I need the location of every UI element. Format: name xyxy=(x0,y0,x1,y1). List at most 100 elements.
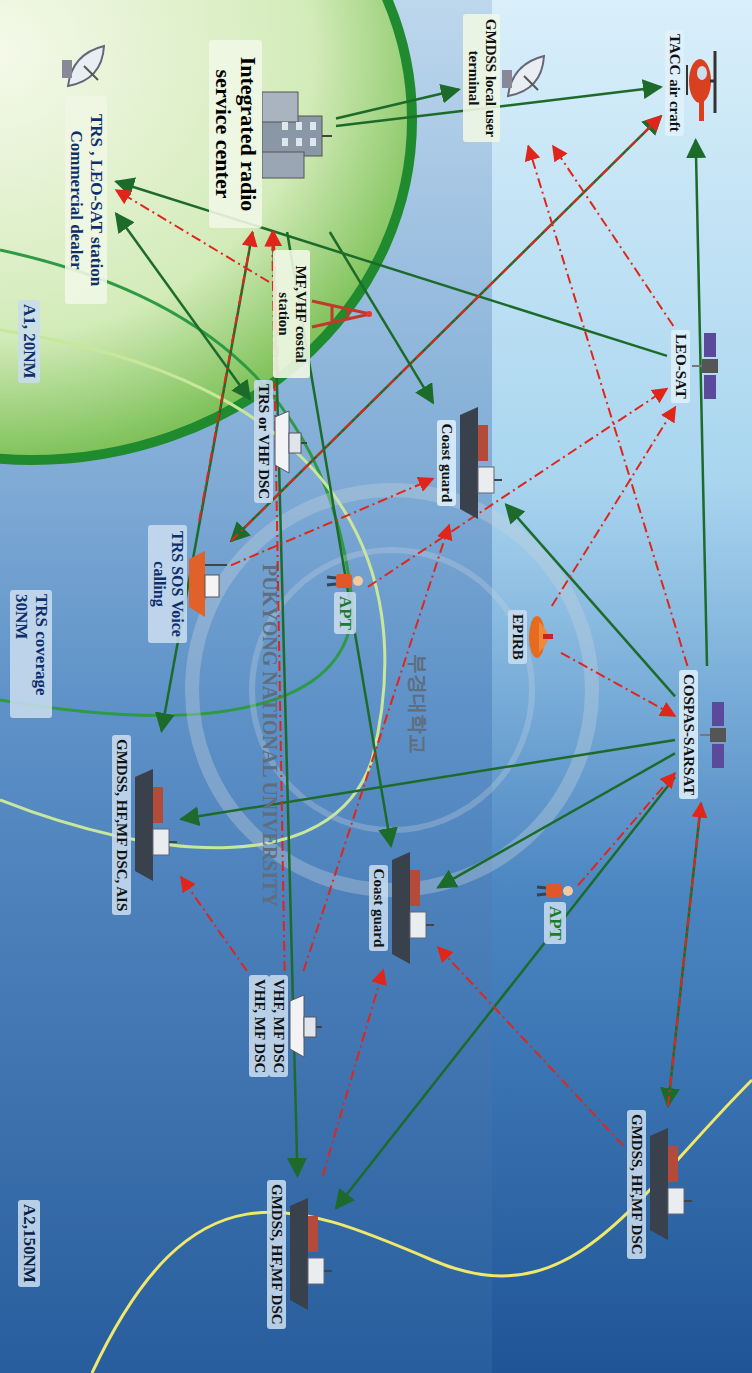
boat-icon xyxy=(273,409,307,475)
text-group: GMDSS, HF,MF DSC xyxy=(267,1180,286,1329)
node-label: GMDSS, HF,MF DSC, AIS xyxy=(112,735,131,915)
tower-icon xyxy=(310,297,372,331)
station-node: VHF, MF DSCVHF, MF DSC xyxy=(250,975,323,1077)
service-link xyxy=(162,232,253,731)
text-group: TRS or VHF DSC xyxy=(254,380,273,503)
heli-icon xyxy=(684,43,724,123)
node-label: Integrated radio service center xyxy=(209,40,262,228)
distress-alert-link xyxy=(231,116,661,541)
service-link xyxy=(231,116,661,541)
distress-alert-link xyxy=(552,407,676,606)
station-node: TACC air craft xyxy=(665,30,724,136)
text-group: Integrated radio service center xyxy=(209,40,262,228)
node-label: GMDSS, HF,MF DSC xyxy=(627,1110,646,1259)
node-label: APT xyxy=(544,902,566,944)
station-node: GMDSS, HF,MF DSC xyxy=(267,1180,332,1329)
text-group: TRS , LEO-SAT station Commercial dealer xyxy=(65,96,106,304)
text-group: Coast guard xyxy=(369,865,388,952)
node-label: TACC air craft xyxy=(665,30,684,136)
text-group: MF,VHF costal station xyxy=(274,250,311,378)
raft-icon xyxy=(527,614,557,660)
ship-icon xyxy=(646,1126,692,1242)
station-node: APT xyxy=(326,570,364,634)
text-group: GMDSS local user terminal xyxy=(464,14,501,142)
text-group: APT xyxy=(544,902,566,944)
node-label: TRS or VHF DSC xyxy=(254,380,273,503)
node-label: TRS , LEO-SAT station Commercial dealer xyxy=(65,96,106,304)
node-label: TRS SOS Voice calling xyxy=(148,525,187,643)
distress-alert-link xyxy=(368,389,667,587)
fish-icon xyxy=(187,549,227,619)
node-label: GMDSS local user terminal xyxy=(464,14,501,142)
coverage-label: TRS coverage 30NM xyxy=(10,590,52,718)
station-node: EPIRB xyxy=(508,610,557,664)
node-label: Coast guard xyxy=(369,865,388,952)
sat-icon xyxy=(698,700,738,770)
sat-icon xyxy=(690,331,730,401)
dish-icon xyxy=(500,50,552,106)
station-node: APT xyxy=(536,880,574,944)
text-group: TRS SOS Voice calling xyxy=(148,525,187,643)
service-link xyxy=(336,777,675,1208)
text-group: COSPAS-SARSAT xyxy=(679,670,698,799)
building-icon xyxy=(262,86,332,182)
station-node: Coast guard xyxy=(369,850,434,966)
distress-alert-link xyxy=(553,146,673,326)
station-node: GMDSS local user terminal xyxy=(464,14,553,142)
node-label: COSPAS-SARSAT xyxy=(679,670,698,799)
text-group: Coast guard xyxy=(437,420,456,507)
station-node: TRS or VHF DSC xyxy=(254,380,307,503)
distress-alert-link xyxy=(438,947,623,1145)
station-node: TRS , LEO-SAT station Commercial dealer xyxy=(60,40,112,304)
text-group: EPIRB xyxy=(508,610,527,664)
ship-icon xyxy=(131,767,177,883)
ship-icon xyxy=(456,405,502,521)
text-group: GMDSS, HF,MF DSC xyxy=(627,1110,646,1259)
service-link xyxy=(116,214,250,400)
distress-alert-link xyxy=(578,773,675,885)
text-group: VHF, MF DSCVHF, MF DSC xyxy=(250,975,289,1077)
text-group: GMDSS, HF,MF DSC, AIS xyxy=(112,735,131,915)
node-label: GMDSS, HF,MF DSC xyxy=(267,1180,286,1329)
node-label: LEO-SAT xyxy=(671,330,690,403)
boat-icon xyxy=(288,993,322,1059)
node-label: Coast guard xyxy=(437,420,456,507)
watermark-text: 부경대학교 xyxy=(403,650,432,758)
station-node: GMDSS, HF,MF DSC xyxy=(627,1110,692,1259)
watermark-text: PUKYONG NATIONAL UNIVERSITY xyxy=(257,560,282,911)
node-label: VHF, MF DSC xyxy=(269,975,288,1077)
distress-alert-link xyxy=(181,877,247,971)
ship-icon xyxy=(286,1196,332,1312)
node-label: MF,VHF costal station xyxy=(274,250,311,378)
service-link xyxy=(438,753,675,887)
ship-icon xyxy=(388,850,434,966)
service-link xyxy=(506,505,675,697)
person-icon xyxy=(536,880,574,902)
text-group: APT xyxy=(334,592,356,634)
station-node: MF,VHF costal station xyxy=(274,250,373,378)
coverage-label: A2,150NM xyxy=(18,1200,40,1287)
dish-icon xyxy=(60,40,112,96)
distress-alert-link xyxy=(304,525,450,971)
node-label: APT xyxy=(334,592,356,634)
station-node: COSPAS-SARSAT xyxy=(679,670,738,799)
service-link xyxy=(696,140,707,666)
text-group: LEO-SAT xyxy=(671,330,690,403)
person-icon xyxy=(326,570,364,592)
distress-alert-link xyxy=(323,970,384,1176)
distress-alert-link xyxy=(668,803,701,1106)
service-link xyxy=(668,803,701,1106)
station-node: Coast guard xyxy=(437,405,502,521)
service-link xyxy=(330,232,433,403)
station-node: TRS SOS Voice calling xyxy=(148,525,227,643)
station-node: Integrated radio service center xyxy=(209,40,332,228)
text-group: TACC air craft xyxy=(665,30,684,136)
station-node: GMDSS, HF,MF DSC, AIS xyxy=(112,735,177,915)
distress-alert-link xyxy=(528,146,687,666)
node-label: VHF, MF DSC xyxy=(250,975,269,1077)
node-label: EPIRB xyxy=(508,610,527,664)
distress-alert-link xyxy=(561,653,675,716)
station-node: LEO-SAT xyxy=(671,330,730,403)
